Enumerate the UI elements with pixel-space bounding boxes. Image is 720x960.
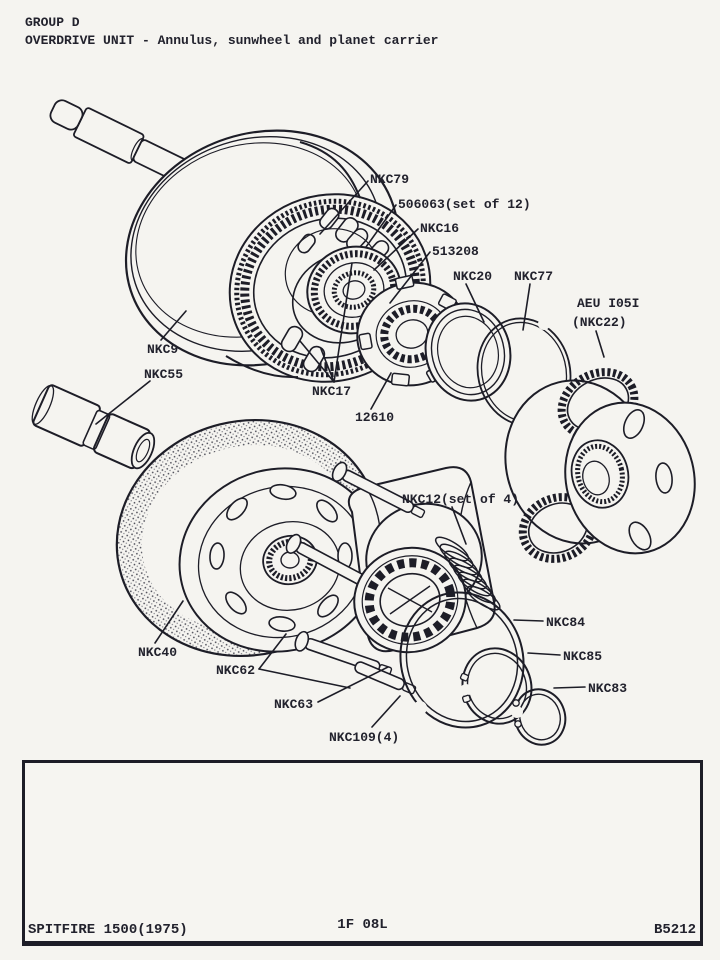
part-label-nkc20: NKC20: [453, 269, 492, 284]
part-label-nkc83: NKC83: [588, 681, 627, 696]
leader-line: [389, 251, 431, 304]
leader-line: [154, 600, 184, 644]
part-label-513208: 513208: [432, 244, 479, 259]
leader-line: [553, 686, 586, 689]
leader-line: [370, 372, 392, 410]
leader-line: [371, 695, 401, 728]
exploded-view-svg: NKC79 506063(set of 12) NKC16 513208 NKC…: [31, 99, 696, 746]
leader-line: [95, 380, 151, 425]
planet-carrier-drawing: [504, 368, 696, 563]
part-labels: NKC79 506063(set of 12) NKC16 513208 NKC…: [138, 172, 639, 745]
spring-drawing: [434, 536, 501, 611]
footer-page-ref: B5212: [653, 922, 696, 938]
leader-lines: [95, 180, 605, 728]
part-label-nkc62: NKC62: [216, 663, 255, 678]
sunwheel-drawing: [31, 384, 156, 470]
part-label-nkc12: NKC12(set of 4): [402, 492, 519, 507]
leader-line: [258, 668, 351, 689]
footer-plate-code: 1F 08L: [337, 917, 388, 933]
leader-line: [258, 633, 287, 670]
part-label-nkc84: NKC84: [546, 615, 585, 630]
leader-line: [513, 619, 544, 622]
leader-line: [373, 228, 419, 271]
leader-line: [522, 283, 531, 331]
leader-line: [527, 652, 561, 656]
thrust-bearing-drawing: [353, 546, 467, 654]
part-label-12610: 12610: [355, 410, 394, 425]
part-label-nkc16: NKC16: [420, 221, 459, 236]
leader-line: [317, 666, 389, 703]
part-label-nkc79: NKC79: [370, 172, 409, 187]
part-label-nkc17: NKC17: [312, 384, 351, 399]
part-label-nkc40: NKC40: [138, 645, 177, 660]
part-label-nkc55: NKC55: [144, 367, 183, 382]
group-heading: GROUP D: [25, 15, 80, 30]
leader-line: [319, 180, 369, 235]
stud-a: [331, 461, 426, 519]
part-label-nkc22: (NKC22): [572, 315, 627, 330]
rings-drawing: [399, 591, 567, 746]
part-label-506063: 506063(set of 12): [398, 197, 531, 212]
part-label-nkc9: NKC9: [147, 342, 178, 357]
part-label-nkc77: NKC77: [514, 269, 553, 284]
leader-line: [595, 330, 605, 358]
page-header: GROUP D OVERDRIVE UNIT - Annulus, sunwhe…: [25, 14, 438, 50]
leader-line: [333, 262, 353, 383]
leader-line: [160, 310, 187, 341]
leader-line: [320, 348, 335, 383]
footer-box: SPITFIRE 1500(1975) 1F 08L B5212: [22, 760, 703, 946]
part-label-nkc85: NKC85: [563, 649, 602, 664]
part-label-nkc109: NKC109(4): [329, 730, 399, 745]
part-label-aeu: AEU I05I: [577, 296, 639, 311]
circlip-nkc20-drawing: [424, 302, 512, 406]
leader-line: [299, 340, 335, 383]
footer-model: SPITFIRE 1500(1975): [28, 922, 188, 938]
leader-line: [451, 506, 467, 545]
leader-line: [465, 283, 485, 323]
page-title: OVERDRIVE UNIT - Annulus, sunwheel and p…: [25, 33, 439, 48]
leader-line: [365, 204, 397, 248]
part-label-nkc63: NKC63: [274, 697, 313, 712]
